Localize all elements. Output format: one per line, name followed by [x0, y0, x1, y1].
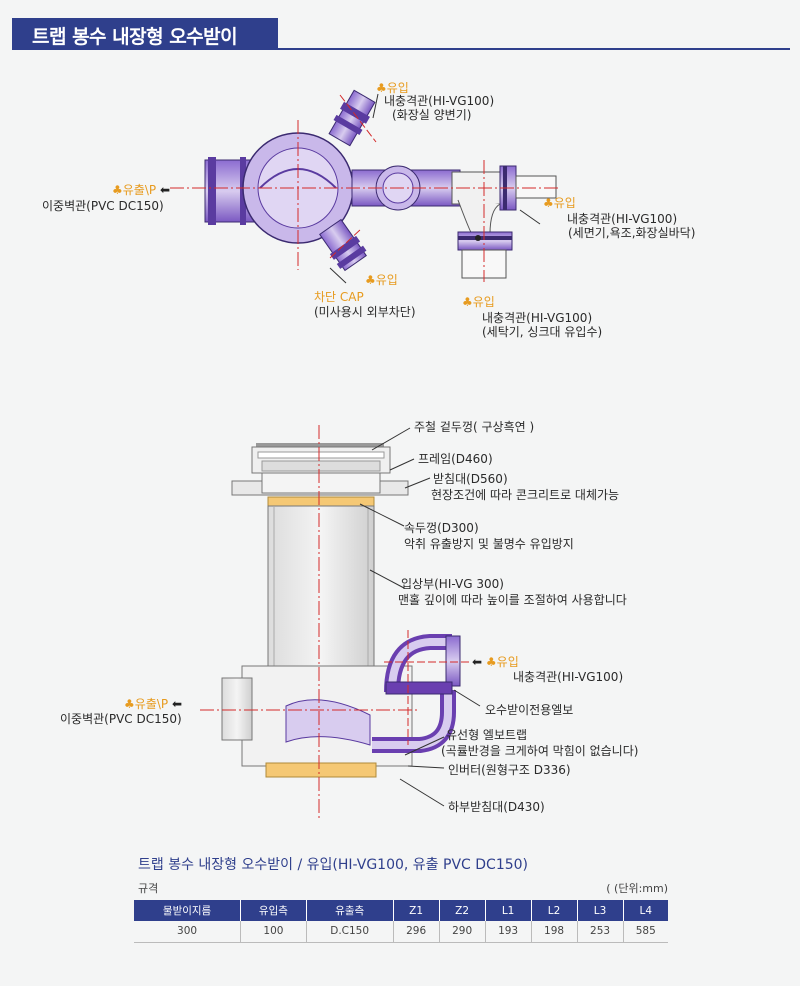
- label-base: 받침대(D560): [433, 472, 508, 486]
- plan-inlet-top-pipe: 내충격관(HI-VG100): [384, 94, 495, 108]
- plan-inlet-top-use: (화장실 양변기): [392, 108, 472, 122]
- spec-header-cell: 유출측: [306, 900, 394, 921]
- spec-unit: ( (단위:mm): [606, 882, 668, 895]
- plan-inlet-right-label: ♣유입: [543, 196, 576, 210]
- spec-table-title: 트랩 봉수 내장형 오수받이 / 유입(HI-VG100, 유출 PVC DC1…: [138, 857, 528, 873]
- plan-inlet-lower-label: ♣유입: [365, 273, 398, 287]
- label-frame: 프레임(D460): [418, 452, 493, 466]
- plan-outlet-pipe: 이중벽관(PVC DC150): [42, 199, 164, 213]
- spec-cell: D.C150: [306, 921, 394, 943]
- section-header: 트랩 봉수 내장형 오수받이: [12, 18, 278, 50]
- section-outlet-pipe: 이중벽관(PVC DC150): [60, 712, 182, 726]
- spec-cell: 296: [393, 921, 440, 943]
- label-base-note: 현장조건에 따라 콘크리트로 대체가능: [431, 488, 620, 502]
- spec-header-cell: L1: [485, 900, 532, 921]
- header-rule: [278, 48, 790, 50]
- plan-outlet-label: ♣유출\P ⬅: [112, 183, 171, 197]
- section-view-drawing: [200, 425, 481, 820]
- label-trap: 유선형 엘보트랩: [446, 728, 528, 742]
- spec-header-cell: Z2: [439, 900, 486, 921]
- spec-cell: 253: [577, 921, 624, 943]
- spec-header-cell: 유입측: [240, 900, 307, 921]
- label-riser-note: 맨홀 깊이에 따라 높이를 조절하여 사용합니다: [398, 593, 627, 607]
- section-inlet-label: ⬅ ♣유입: [472, 655, 519, 669]
- spec-header-cell: L4: [623, 900, 668, 921]
- label-inverter: 인버터(원형구조 D336): [448, 763, 571, 777]
- plan-cap-label: 차단 CAP: [314, 290, 364, 304]
- section-title: 트랩 봉수 내장형 오수받이: [32, 26, 238, 48]
- label-bottom-base: 하부받침대(D430): [448, 800, 545, 814]
- spec-cell: 100: [240, 921, 307, 943]
- plan-inlet-top-label: ♣유입: [376, 81, 409, 95]
- label-trap-note: (곡률반경을 크게하여 막힘이 없습니다): [441, 744, 639, 758]
- spec-cell: 585: [623, 921, 668, 943]
- spec-header-cell: 물받이지름: [134, 900, 242, 921]
- plan-inlet-bottom-use: (세탁기, 싱크대 유입수): [482, 325, 603, 339]
- plan-inlet-bottom-label: ♣유입: [462, 295, 495, 309]
- section-inlet-pipe: 내충격관(HI-VG100): [513, 670, 624, 684]
- spec-caption: 규격: [138, 882, 159, 895]
- spec-cell: 198: [531, 921, 578, 943]
- spec-cell: 300: [134, 921, 242, 943]
- spec-header-cell: L2: [531, 900, 578, 921]
- label-cover: 주철 겉두껑( 구상흑연 ): [414, 420, 535, 434]
- plan-cap-note: (미사용시 외부차단): [314, 305, 416, 319]
- label-inner-cover: 속두껑(D300): [404, 521, 479, 535]
- spec-header-cell: L3: [577, 900, 624, 921]
- plan-inlet-bottom-pipe: 내충격관(HI-VG100): [482, 311, 593, 325]
- spec-cell: 193: [485, 921, 532, 943]
- spec-header-cell: Z1: [393, 900, 440, 921]
- plan-inlet-right-pipe: 내충격관(HI-VG100): [567, 212, 678, 226]
- label-riser: 입상부(HI-VG 300): [401, 577, 504, 591]
- label-inner-cover-note: 악취 유출방지 및 불명수 유입방지: [404, 537, 574, 551]
- plan-view-drawing: [170, 89, 560, 284]
- section-outlet-label: ♣유출\P ⬅: [124, 697, 183, 711]
- plan-inlet-right-use: (세면기,욕조,화장실바닥): [568, 226, 696, 240]
- label-elbow: 오수받이전용엘보: [485, 703, 574, 717]
- spec-cell: 290: [439, 921, 486, 943]
